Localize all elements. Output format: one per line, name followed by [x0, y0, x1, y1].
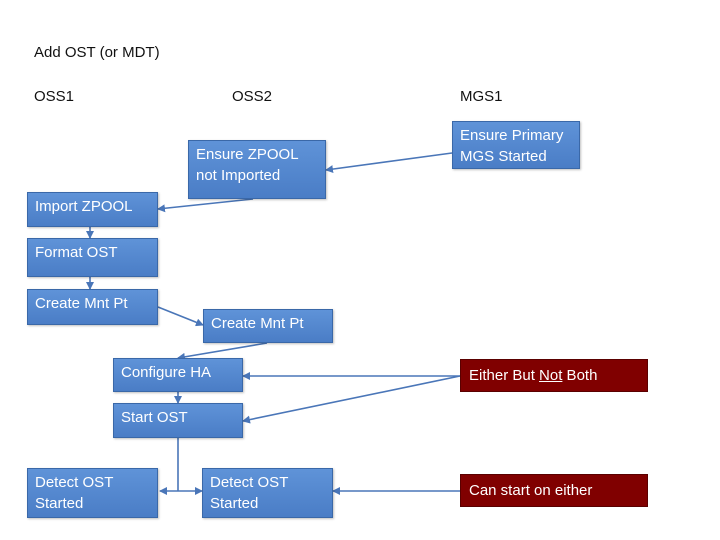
node-detect-ost-started-oss2: Detect OST Started	[202, 468, 333, 518]
edge-mntpt2-to-configure-ha	[177, 342, 268, 361]
node-detect-oss1-line2: Started	[35, 495, 84, 512]
node-detect-oss2-line2: Started	[210, 495, 259, 512]
edge-mntpt1-to-mntpt2	[157, 306, 204, 327]
note-either-before: Either But	[469, 367, 540, 384]
note-either-but-not-both: Either But Not Both	[460, 359, 648, 392]
note-either-underlined: Not	[539, 367, 563, 384]
node-ensure-primary-mgs-line2: MGS Started	[460, 148, 547, 165]
edge-zpool-check-to-import	[157, 198, 254, 213]
node-create-mnt-pt-oss1: Create Mnt Pt	[27, 289, 158, 325]
node-ensure-primary-mgs-line1: Ensure Primary	[460, 127, 564, 144]
node-create-mnt-pt-oss2: Create Mnt Pt	[203, 309, 333, 343]
node-configure-ha: Configure HA	[113, 358, 243, 392]
node-ensure-zpool-line1: Ensure ZPOOL	[196, 146, 299, 163]
note-can-start-on-either: Can start on either	[460, 474, 648, 507]
node-ensure-primary-mgs: Ensure Primary MGS Started	[452, 121, 580, 169]
edge-note1-to-start-ost	[242, 375, 461, 424]
note-either-after: Both	[562, 367, 598, 384]
node-start-ost: Start OST	[113, 403, 243, 438]
edge-mgs-to-zpool-check	[325, 152, 453, 174]
node-format-ost: Format OST	[27, 238, 158, 277]
node-detect-oss2-line1: Detect OST	[210, 474, 289, 491]
node-import-zpool: Import ZPOOL	[27, 192, 158, 227]
node-detect-oss1-line1: Detect OST	[35, 474, 114, 491]
diagram-title: Add OST (or MDT)	[34, 44, 160, 61]
lane-header-mgs1: MGS1	[460, 88, 503, 105]
node-ensure-zpool-line2: not Imported	[196, 167, 281, 184]
node-ensure-zpool-not-imported: Ensure ZPOOL not Imported	[188, 140, 326, 199]
node-detect-ost-started-oss1: Detect OST Started	[27, 468, 158, 518]
lane-header-oss1: OSS1	[34, 88, 75, 105]
lane-header-oss2: OSS2	[232, 88, 273, 105]
